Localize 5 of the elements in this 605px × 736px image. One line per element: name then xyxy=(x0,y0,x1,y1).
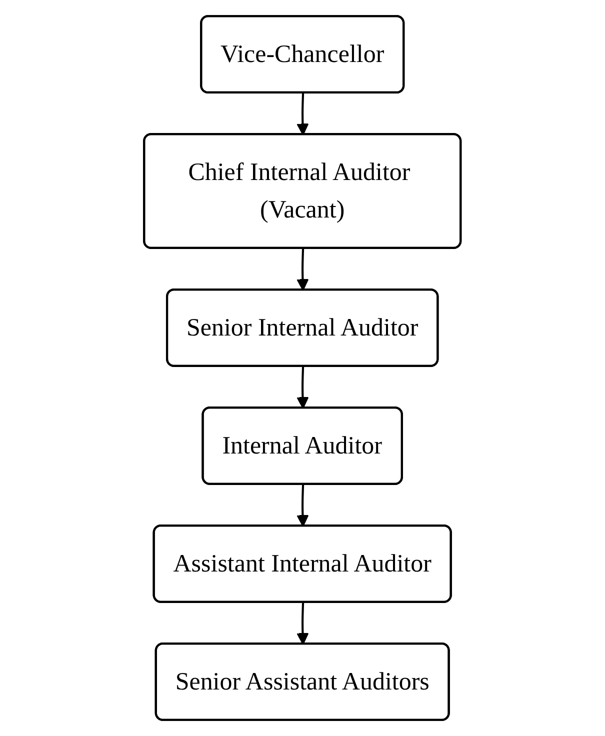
arrow xyxy=(296,366,309,409)
arrow xyxy=(296,248,309,291)
arrow xyxy=(296,93,309,136)
arrow xyxy=(296,484,309,527)
arrow xyxy=(296,602,309,645)
